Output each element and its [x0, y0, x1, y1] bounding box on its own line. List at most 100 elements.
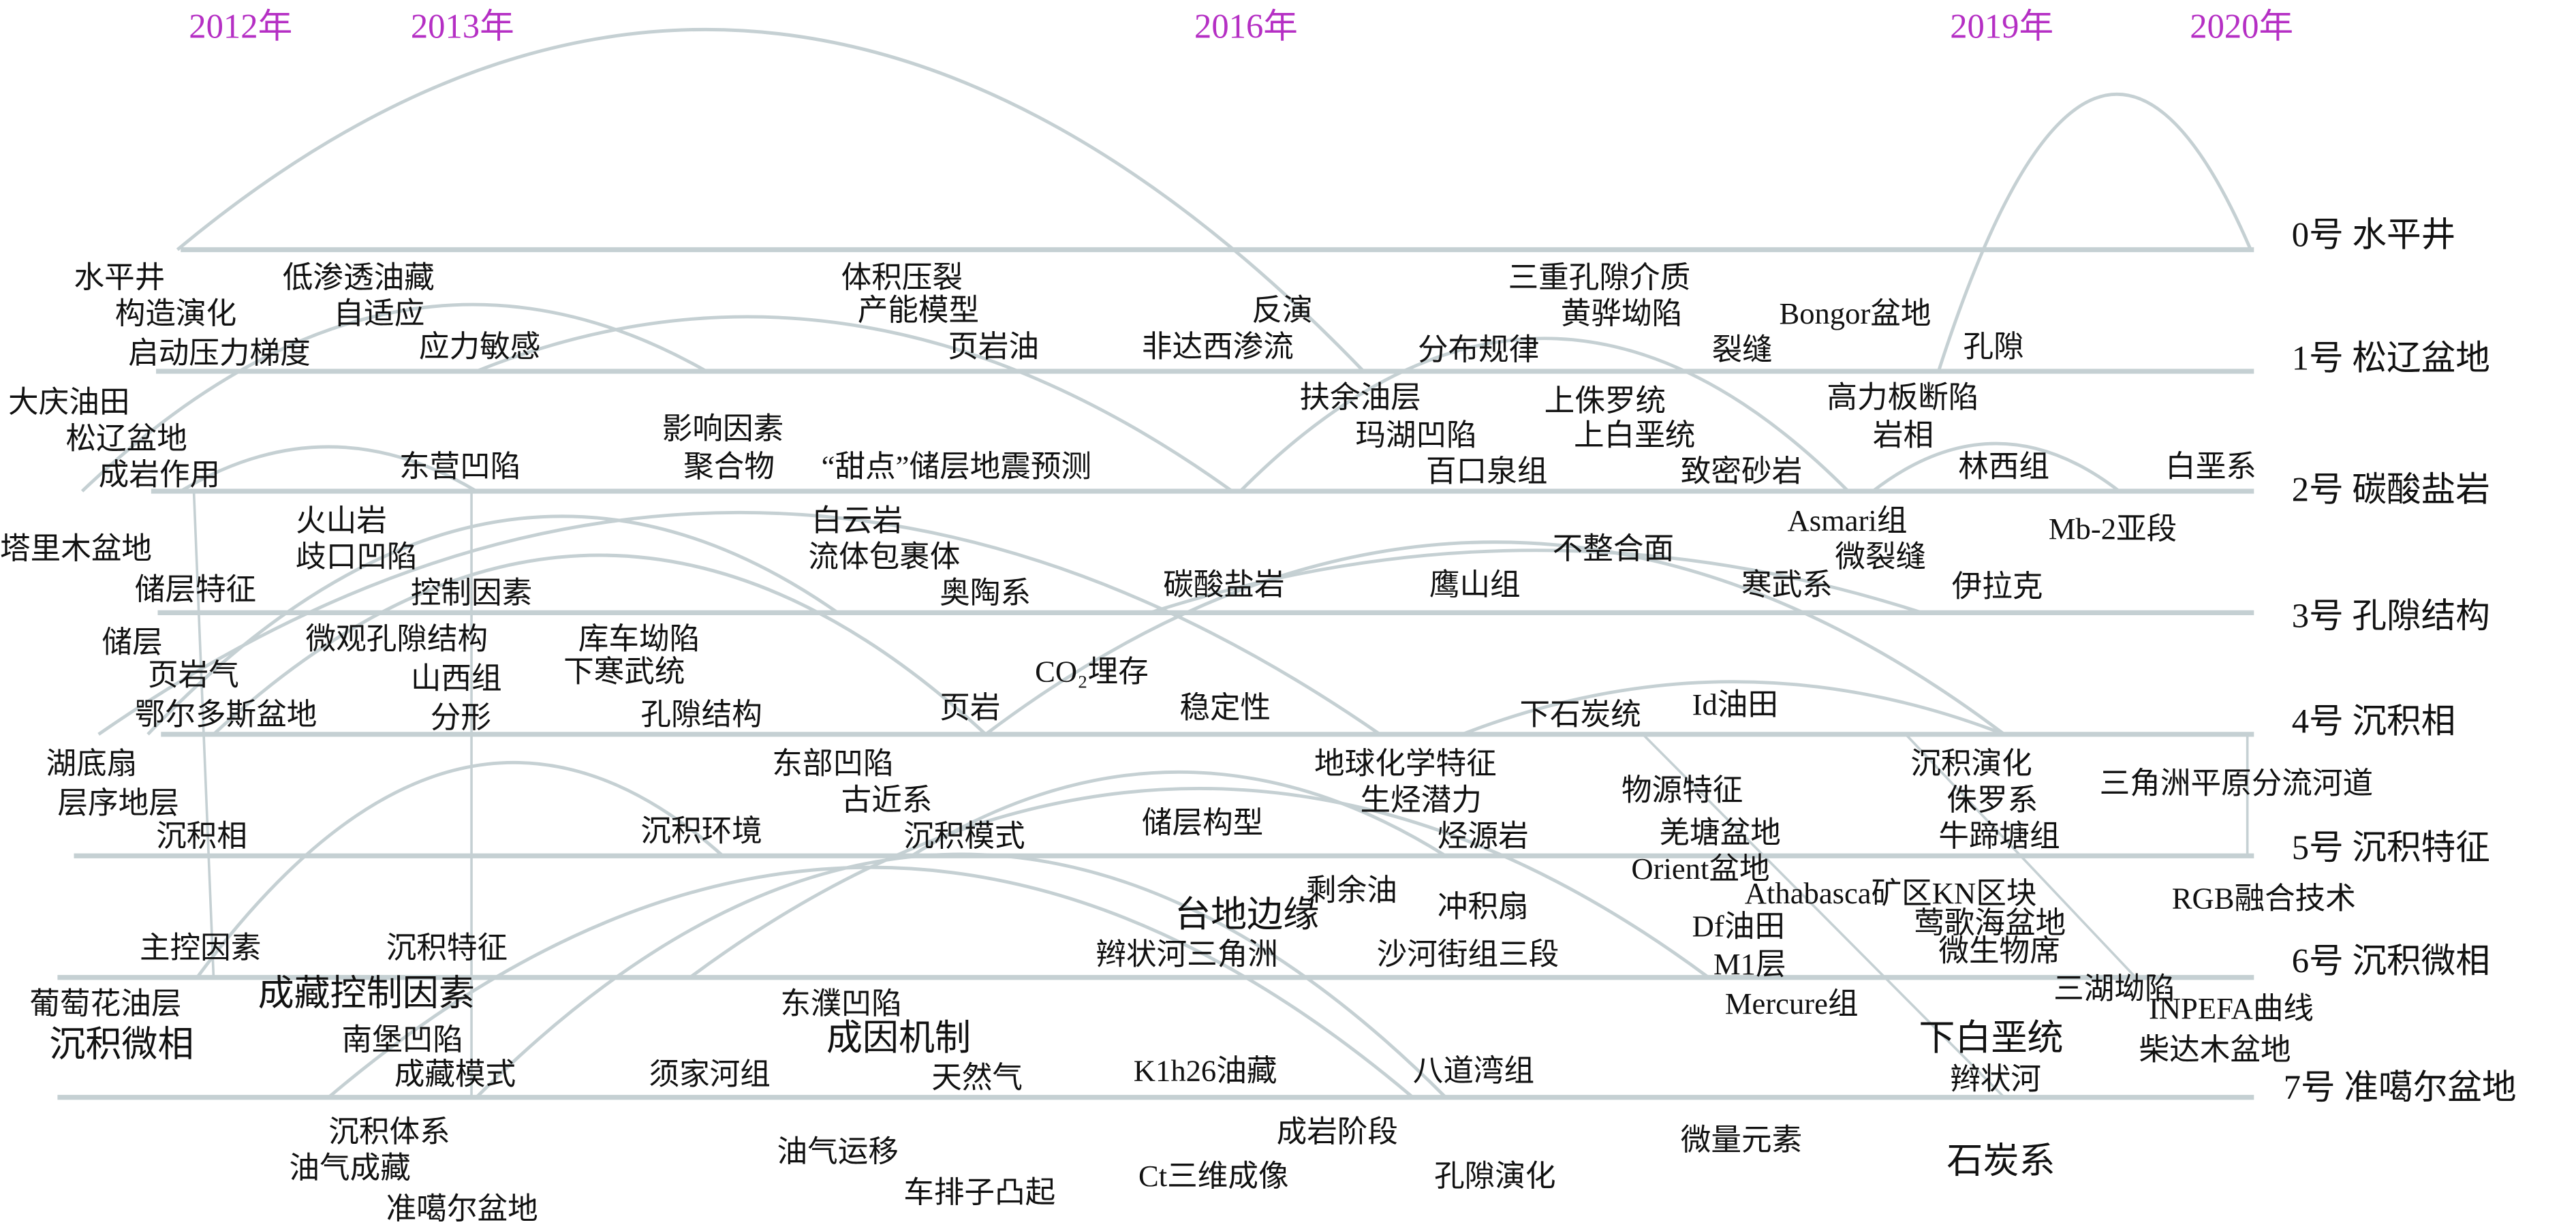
keyword-label: Athabasca矿区KN区块 [1744, 879, 2037, 912]
keyword-label: 白云岩 [811, 505, 903, 539]
keyword-label: 柴达木盆地 [2139, 1035, 2291, 1068]
keyword-label: 层序地层 [57, 788, 179, 822]
keyword-label: 莺歌海盆地 [1914, 908, 2066, 942]
keyword-label: 自适应 [333, 298, 425, 332]
keyword-label: 塔里木盆地 [0, 533, 153, 567]
keyword-label: 大庆油田 [8, 388, 130, 421]
keyword-label: 不整合面 [1552, 533, 1675, 567]
keyword-label: 沉积环境 [640, 816, 762, 850]
year-label: 2016年 [1194, 6, 1298, 46]
keyword-label: 准噶尔盆地 [386, 1194, 538, 1228]
keyword-label: 碳酸盐岩 [1163, 570, 1285, 603]
keyword-label: 成藏控制因素 [258, 972, 475, 1014]
keyword-label: 伊拉克 [1951, 572, 2043, 605]
keyword-label: 百口泉组 [1426, 456, 1548, 490]
keyword-label: 物源特征 [1621, 775, 1743, 809]
keyword-label: 辫状河 [1950, 1064, 2042, 1098]
keyword-label: 水平井 [74, 262, 166, 296]
keyword-label: 侏罗系 [1946, 785, 2038, 818]
cooccurrence-arc [910, 770, 1447, 858]
cooccurrence-arc [146, 514, 839, 736]
cooccurrence-arc [196, 760, 724, 979]
cooccurrence-arc [1937, 92, 2252, 372]
year-label: 2019年 [1950, 6, 2054, 46]
keyword-label: 影响因素 [662, 414, 784, 447]
keyword-label: 页岩气 [148, 660, 239, 694]
keyword-label: RGB融合技术 [2171, 884, 2356, 917]
keyword-label: 羌塘盆地 [1659, 818, 1781, 852]
link-line [1642, 733, 2006, 1099]
keyword-label: M1层 [1713, 949, 1786, 982]
keyword-label: 储层构型 [1141, 808, 1264, 841]
cooccurrence-arc [97, 511, 1381, 736]
keyword-label: 地球化学特征 [1314, 749, 1497, 782]
keyword-label: 成藏模式 [394, 1059, 516, 1093]
keyword-label: 成岩阶段 [1276, 1117, 1399, 1150]
cooccurrence-arc [476, 315, 1233, 493]
keyword-label: 沉积相 [156, 821, 247, 854]
keyword-label: INPEFA曲线 [2148, 993, 2314, 1027]
keyword-label: 沉积体系 [328, 1117, 450, 1150]
keyword-label: 下白垩统 [1919, 1016, 2064, 1058]
keyword-label: 微生物席 [1938, 936, 2060, 969]
keyword-label: 辫状河三角洲 [1096, 939, 1279, 973]
keyword-label: 三湖坳陷 [2053, 974, 2175, 1008]
keyword-label: 反演 [1252, 296, 1313, 329]
keyword-label: 葡萄花油层 [29, 989, 182, 1022]
keyword-label: 流体包裹体 [808, 542, 961, 575]
keyword-label: 烃源岩 [1437, 821, 1529, 854]
keyword-label: 八道湾组 [1412, 1056, 1535, 1089]
keyword-label: 天然气 [931, 1063, 1023, 1096]
cooccurrence-arc [1872, 441, 2121, 493]
keyword-label: 扶余油层 [1299, 382, 1421, 416]
cooccurrence-arc [212, 553, 987, 736]
cooccurrence-arc [180, 445, 478, 493]
keyword-label: 沙河街组三段 [1376, 939, 1559, 973]
keyword-label: 石炭系 [1946, 1140, 2055, 1181]
keyword-label: Bongor盆地 [1779, 298, 1931, 332]
keyword-label: 成因机制 [826, 1016, 972, 1058]
keyword-label: Orient盆地 [1631, 854, 1770, 888]
keyword-label: 东部凹陷 [772, 749, 894, 782]
keyword-label: 林西组 [1958, 452, 2050, 485]
keyword-label: 非达西渗流 [1141, 332, 1294, 365]
keyword-label: 东濮凹陷 [780, 989, 902, 1022]
keyword-label: 松辽盆地 [65, 424, 187, 457]
keyword-label: 奥陶系 [940, 578, 1031, 612]
link-line [192, 491, 215, 978]
keyword-label: 低渗透油藏 [282, 262, 435, 296]
cooccurrence-arc [689, 787, 1710, 979]
keyword-label: 体积压裂 [841, 262, 963, 296]
keyword-label: 微观孔隙结构 [305, 624, 488, 657]
cooccurrence-arc [176, 27, 1365, 373]
year-label: 2020年 [2190, 6, 2294, 46]
cluster-label: 5号 沉积特征 [2291, 828, 2490, 868]
keyword-label: 三重孔隙介质 [1508, 262, 1691, 296]
keyword-label: 山西组 [410, 664, 502, 697]
keyword-label: 下寒武统 [563, 657, 685, 690]
cluster-label: 4号 沉积相 [2291, 701, 2456, 741]
keyword-label: 东营凹陷 [399, 452, 521, 485]
keyword-label: 成岩作用 [98, 460, 221, 493]
keyword-label: 上白垩统 [1574, 420, 1696, 454]
keyword-label: Mb-2亚段 [2048, 514, 2177, 547]
keyword-label: 南堡凹陷 [341, 1025, 464, 1058]
cooccurrence-arc [1461, 680, 2005, 736]
cooccurrence-arc [1149, 548, 1923, 614]
keyword-label: 玛湖凹陷 [1355, 420, 1477, 454]
keyword-label: 孔隙 [1963, 332, 2024, 365]
year-label: 2013年 [410, 6, 514, 46]
keyword-label: 分形 [430, 703, 492, 736]
keyword-label: 下石炭统 [1519, 700, 1641, 733]
keyword-label: 稳定性 [1179, 693, 1271, 726]
cluster-label: 2号 碳酸盐岩 [2291, 469, 2490, 510]
keyword-label: 储层 [102, 627, 163, 661]
keyword-label: 应力敏感 [418, 332, 541, 365]
keyword-label: 聚合物 [683, 452, 775, 485]
keyword-label: 歧口凹陷 [296, 542, 418, 575]
keyword-label: 台地边缘 [1175, 893, 1320, 935]
keyword-label: 生烃潜力 [1360, 785, 1483, 818]
keyword-label: 黄骅坳陷 [1560, 298, 1683, 332]
keyword-label: 致密砂岩 [1680, 456, 1803, 490]
